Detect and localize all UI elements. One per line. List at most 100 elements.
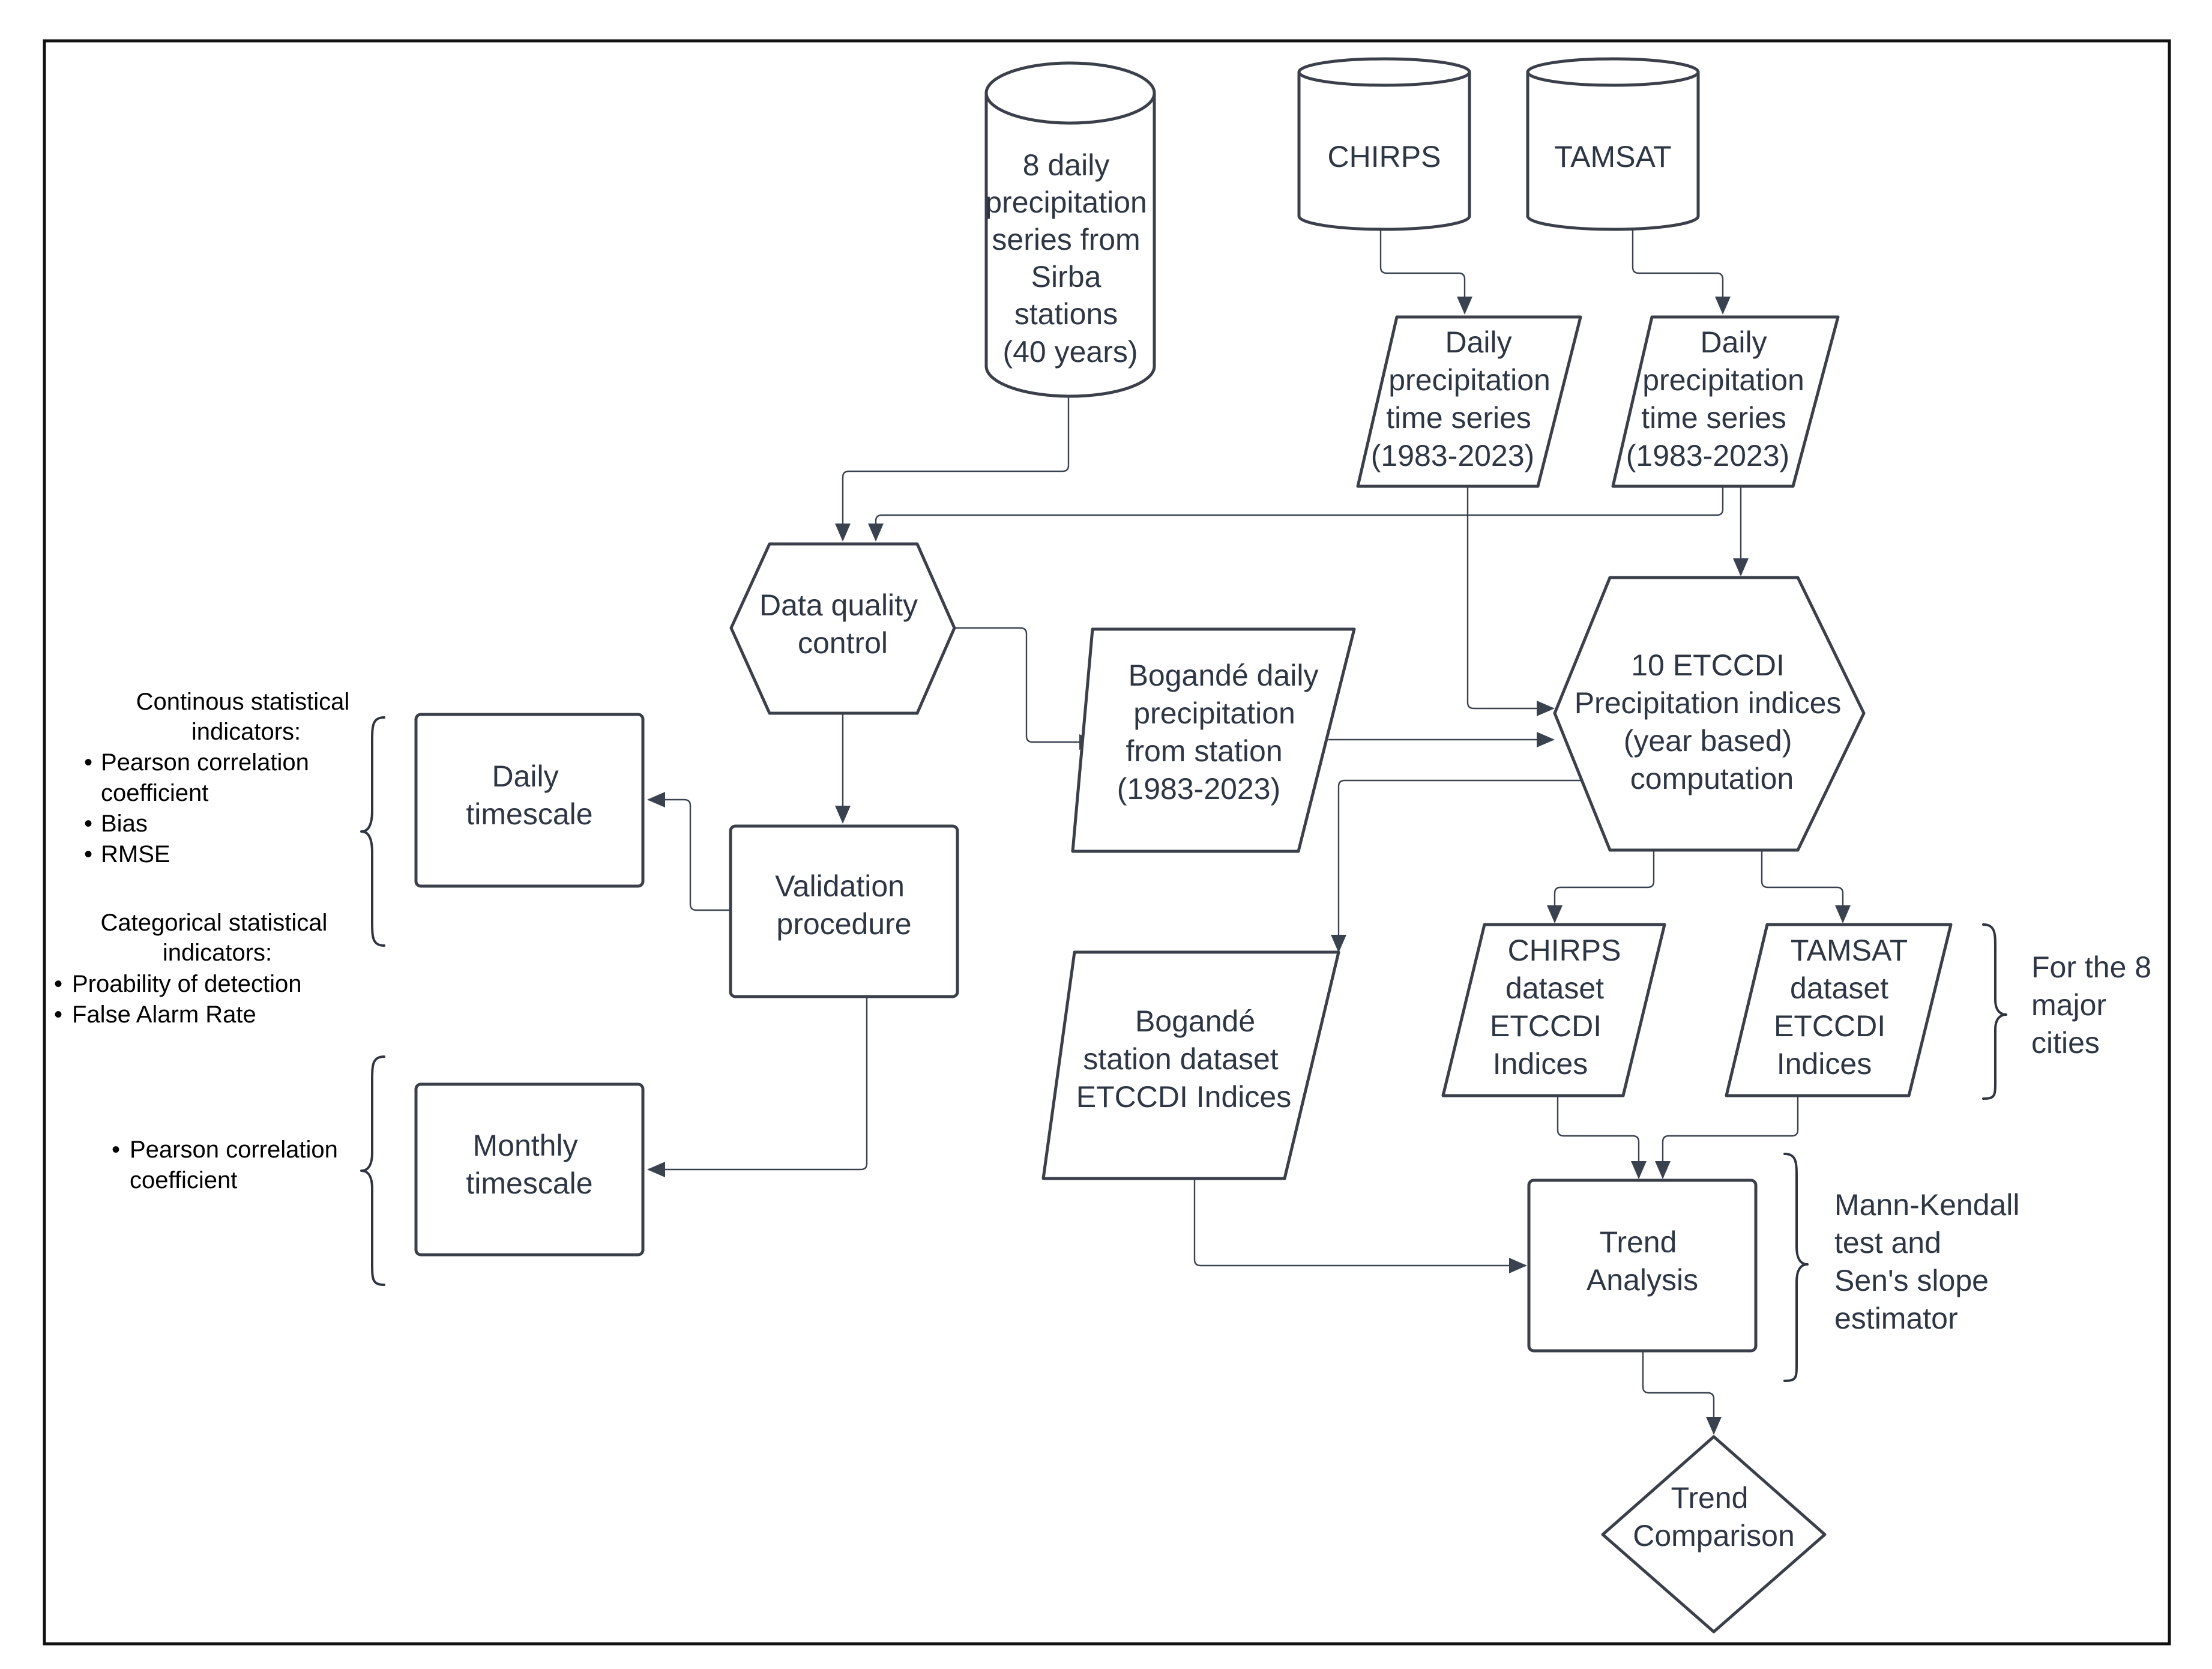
connector-etccdi-to-tamsat-indices	[1761, 851, 1851, 923]
monthly-indicators-brace	[360, 1055, 385, 1286]
label-line: Indices	[1493, 1047, 1588, 1081]
validation-label: Validation procedure	[775, 869, 913, 941]
connector-chirps-series-to-etccdi	[1466, 485, 1555, 716]
note-line: estimator	[1834, 1302, 1958, 1335]
label-line: (1983-2023)	[1117, 772, 1280, 806]
label-line: precipitation	[985, 186, 1147, 219]
monthly-indicators-list: • Pearson correlation coefficient	[112, 1136, 345, 1194]
label-line: precipitation	[1388, 363, 1551, 397]
label-line: Bogandé	[1135, 1004, 1255, 1038]
connector-series-to-quality	[868, 485, 1724, 542]
cities-note: For the 8 major cities	[2031, 950, 2160, 1060]
note-line: False Alarm Rate	[72, 1001, 256, 1028]
validation-shape	[729, 824, 959, 998]
note-line: Categorical statistical	[100, 910, 327, 936]
trend-comparison-shape	[1601, 1435, 1827, 1634]
bogande-indices-label: Bogandé station dataset ETCCDI Indices	[1076, 1004, 1291, 1114]
label-line: Data quality	[759, 588, 918, 622]
bullet-glyph: •	[84, 810, 92, 837]
label-line: Trend	[1671, 1481, 1749, 1515]
diagram-frame	[43, 39, 2171, 1646]
note-line: cities	[2031, 1026, 2100, 1060]
trend-method-brace	[1783, 1153, 1809, 1382]
label-line: precipitation	[1133, 696, 1295, 730]
note-line: Pearson correlation	[101, 749, 309, 776]
label-line: time series	[1641, 401, 1786, 435]
continuous-indicators-list: • Pearson correlation coefficient • Bias…	[84, 749, 316, 868]
label-line: CHIRPS	[1508, 934, 1621, 967]
label-line: control	[798, 626, 888, 660]
label-line: precipitation	[1642, 363, 1804, 397]
connector-trend-to-comparison	[1642, 1351, 1722, 1435]
trend-analysis-label: Trend Analysis	[1587, 1225, 1698, 1297]
bogande-series-shape	[1071, 627, 1356, 853]
daily-timescale-label: Daily timescale	[466, 759, 592, 831]
categorical-indicators-header: Categorical statistical indicators:	[100, 910, 334, 966]
label-line: 10 ETCCDI	[1631, 648, 1785, 682]
bullet-glyph: •	[54, 971, 62, 997]
etccdi-computation-label: 10 ETCCDI Precipitation indices (year ba…	[1575, 648, 1850, 795]
label-line: (1983-2023)	[1371, 439, 1534, 472]
note-line: Proability of detection	[72, 971, 301, 997]
chirps-series-shape	[1356, 315, 1582, 488]
note-line: major	[2031, 988, 2106, 1022]
label-line: timescale	[466, 797, 592, 831]
monthly-indicators-note: • Pearson correlation coefficient	[112, 1136, 345, 1194]
label-line: Sirba	[1031, 260, 1101, 294]
label-line: dataset	[1790, 971, 1888, 1005]
chirps-indices-shape	[1441, 923, 1666, 1097]
connector-chirps-indices-to-trend	[1557, 1096, 1647, 1179]
sirba-stations-database	[984, 61, 1156, 398]
label-line: 8 daily	[1023, 148, 1110, 182]
note-line: Bias	[101, 810, 148, 837]
continuous-indicators-header: Continous statistical indicators:	[136, 689, 357, 745]
label-line: dataset	[1505, 971, 1604, 1005]
chirps-indices-label: CHIRPS dataset ETCCDI Indices	[1490, 934, 1629, 1081]
label-line: Trend	[1600, 1225, 1677, 1259]
connector-validation-to-monthly	[647, 997, 868, 1177]
trend-analysis-shape	[1527, 1179, 1758, 1353]
connector-tamsat-indices-to-trend	[1655, 1096, 1799, 1179]
tamsat-database-label: TAMSAT	[1554, 140, 1671, 174]
tamsat-indices-label: TAMSAT dataset ETCCDI Indices	[1774, 934, 1915, 1081]
chirps-series-label: Daily precipitation time series (1983-20…	[1371, 325, 1559, 472]
bullet-glyph: •	[112, 1136, 120, 1163]
daily-indicators-brace	[360, 716, 385, 947]
label-line: (1983-2023)	[1626, 439, 1789, 472]
connector-etccdi-to-bogande-indices	[1331, 779, 1582, 953]
bullet-glyph: •	[54, 1001, 62, 1028]
categorical-indicators-list: • Proability of detection • False Alarm …	[54, 971, 309, 1028]
monthly-timescale-label: Monthly timescale	[466, 1129, 592, 1200]
label-line: Daily	[492, 759, 558, 793]
note-line: Pearson correlation	[130, 1136, 338, 1163]
note-line: RMSE	[101, 841, 170, 868]
monthly-timescale-shape	[414, 1082, 645, 1257]
note-line: For the 8	[2031, 950, 2151, 984]
note-line: Continous statistical	[136, 689, 350, 715]
label-line: Analysis	[1587, 1263, 1698, 1297]
label-line: station dataset	[1083, 1042, 1278, 1076]
connector-sirba-to-quality	[835, 396, 1070, 542]
etccdi-computation-shape	[1553, 576, 1866, 852]
connector-bogande-indices-to-trend	[1193, 1180, 1527, 1273]
trend-method-note: Mann-Kendall test and Sen's slope estima…	[1834, 1188, 2028, 1335]
label-line: (year based)	[1624, 724, 1792, 758]
chirps-database	[1297, 57, 1471, 231]
label-line: series from	[992, 223, 1140, 256]
label-line: Daily	[1700, 325, 1767, 359]
label-line: TAMSAT	[1791, 934, 1908, 967]
chirps-database-label: CHIRPS	[1328, 140, 1441, 174]
tamsat-database	[1526, 57, 1700, 231]
daily-indicators-note: Continous statistical indicators: • Pear…	[54, 689, 357, 1028]
tamsat-indices-shape	[1725, 923, 1953, 1097]
label-line: (40 years)	[1002, 335, 1138, 369]
label-line: procedure	[776, 907, 911, 941]
note-line: test and	[1834, 1226, 1941, 1260]
bogande-series-label: Bogandé daily precipitation from station…	[1117, 659, 1327, 806]
quality-control-shape	[729, 542, 956, 715]
connector-validation-to-daily	[647, 792, 731, 911]
label-line: Bogandé daily	[1129, 659, 1319, 692]
label-line: ETCCDI Indices	[1076, 1080, 1291, 1114]
sirba-database-label: 8 daily precipitation series from Sirba …	[985, 148, 1156, 369]
cities-brace	[1982, 923, 2007, 1100]
